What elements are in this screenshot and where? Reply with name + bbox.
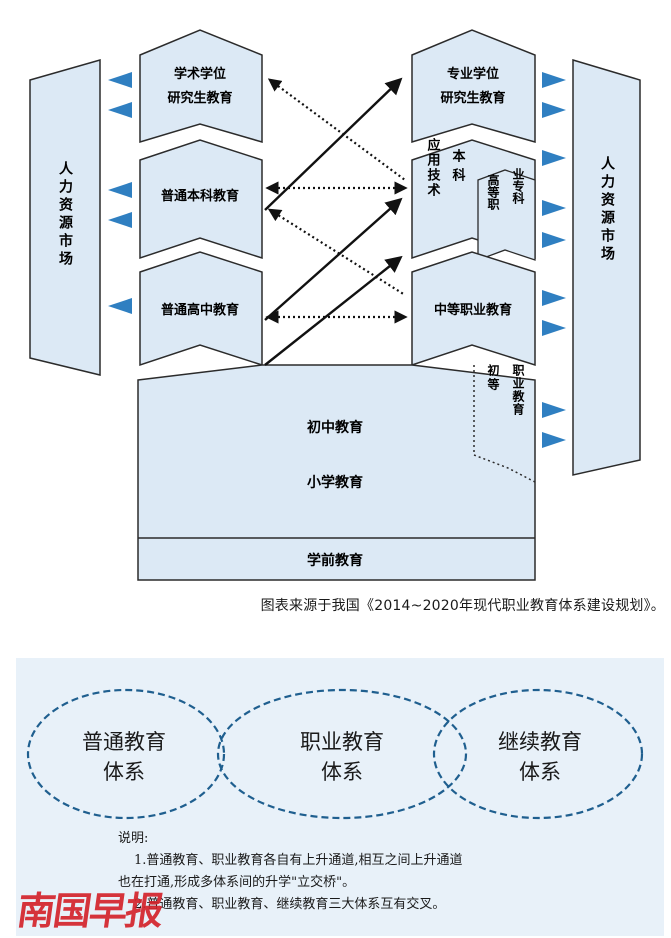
general-undergrad-label: 普通本科教育: [161, 188, 239, 204]
blue-arrows-left: [108, 72, 132, 314]
venn-circle-general: [26, 688, 226, 820]
hr-market-right: 人力资源市场: [572, 58, 641, 476]
venn-vocational-line1: 职业教育: [300, 730, 384, 754]
junior-vocational-col2: 职业教育: [511, 364, 525, 416]
box-general-undergrad: 普通本科教育: [139, 139, 263, 260]
venn-circle-vocational: [216, 688, 468, 820]
hr-market-left-label: 人力资源市场: [57, 160, 73, 269]
box-general-highschool: 普通高中教育: [139, 251, 263, 367]
venn-diagram: 普通教育 体系 职业教育 体系 继续教育 体系: [26, 688, 644, 820]
higher-vocational-col2: 业专科: [511, 167, 525, 205]
watermark-logo: 南国早报: [14, 888, 165, 933]
academic-degree-line1: 学术学位: [174, 66, 226, 82]
box-basic-education: 初中教育 小学教育 学前教育: [137, 364, 536, 581]
primary-label: 小学教育: [307, 474, 363, 491]
professional-degree-line2: 研究生教育: [440, 90, 505, 106]
box-secondary-vocational: 中等职业教育: [411, 251, 536, 367]
hr-market-left: 人力资源市场: [29, 59, 101, 376]
venn-general-line1: 普通教育: [82, 730, 166, 754]
notes-item1-line1: 1.普通教育、职业教育各自有上升通道,相互之间上升通道: [134, 853, 463, 868]
professional-degree-line1: 专业学位: [447, 66, 499, 82]
applied-tech-label: 应用技术: [425, 137, 442, 198]
venn-vocational-line2: 体系: [321, 760, 363, 784]
box-academic-degree: 学术学位 研究生教育: [139, 29, 263, 144]
dotted-horizontal-arrows: [265, 78, 408, 324]
notes-title: 说明:: [118, 831, 149, 846]
junior-middle-label: 初中教育: [307, 419, 363, 436]
venn-panel: [16, 658, 664, 936]
preschool-label: 学前教育: [307, 552, 363, 569]
venn-continuing-line2: 体系: [519, 760, 561, 784]
higher-vocational-col1: 高等职: [486, 173, 500, 211]
academic-degree-line2: 研究生教育: [167, 90, 232, 106]
secondary-vocational-label: 中等职业教育: [434, 302, 512, 318]
junior-vocational-col1: 初等: [486, 363, 500, 392]
venn-circle-continuing: [432, 688, 644, 820]
venn-continuing-line1: 继续教育: [498, 730, 582, 754]
applied-undergrad-label: 本科: [450, 148, 466, 187]
solid-diagonal-arrows: [264, 77, 403, 366]
general-highschool-label: 普通高中教育: [161, 302, 239, 318]
education-system-diagram: 人力资源市场 人力资源市场 学术学位 研究生教育 普通本科教育 普通高中教育 专…: [29, 29, 641, 581]
diagram-caption: 图表来源于我国《2014~2020年现代职业教育体系建设规划》。: [260, 598, 665, 614]
blue-arrows-right: [542, 72, 566, 448]
venn-general-line2: 体系: [103, 760, 145, 784]
box-higher-vocational: 高等职 业专科: [477, 167, 536, 261]
notes-item1-line2: 也在打通,形成多体系间的升学"立交桥"。: [118, 875, 356, 890]
notes-item2: 2.普通教育、职业教育、继续教育三大体系互有交叉。: [134, 897, 446, 912]
hr-market-right-label: 人力资源市场: [599, 155, 615, 264]
region-junior-vocational: 初等 职业教育: [473, 363, 536, 483]
box-professional-degree: 专业学位 研究生教育: [411, 29, 536, 144]
notes-block: 说明: 1.普通教育、职业教育各自有上升通道,相互之间上升通道 也在打通,形成多…: [118, 828, 638, 916]
